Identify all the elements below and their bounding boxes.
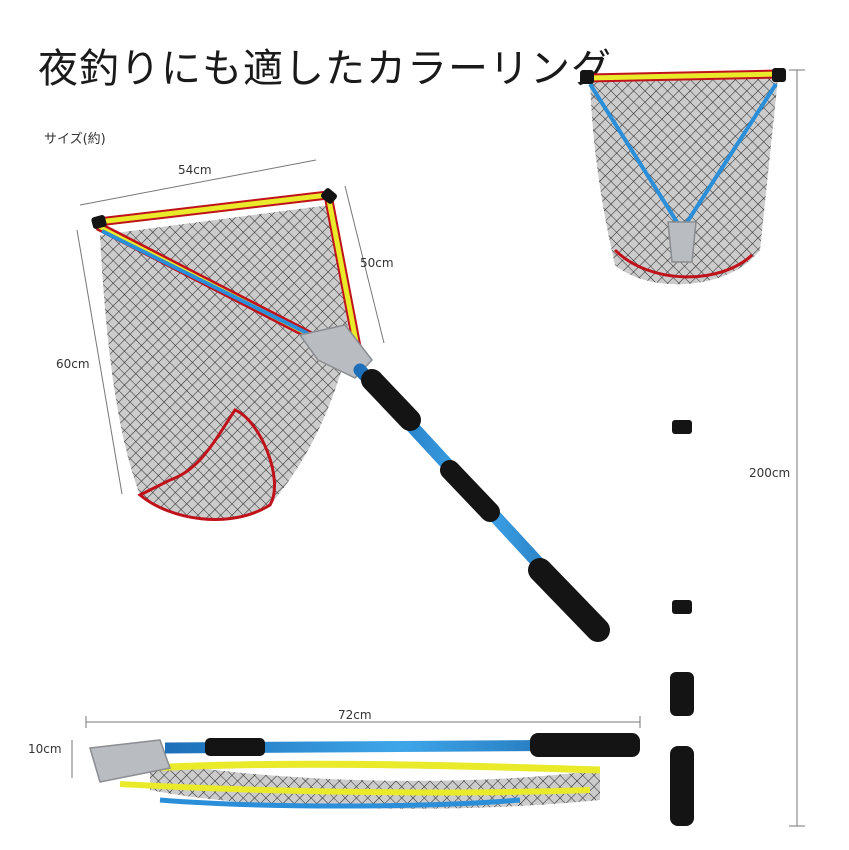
folded-net <box>89 733 640 809</box>
open-net-diagonal <box>91 188 610 642</box>
depth-dimension-line <box>344 185 385 344</box>
depth-label: 50cm <box>360 256 394 270</box>
dimension-lines <box>71 69 805 827</box>
height-label: 60cm <box>56 357 90 371</box>
height-dimension-line <box>76 229 123 495</box>
folded-thickness-label: 10cm <box>28 742 62 756</box>
folded-length-label: 72cm <box>338 708 372 722</box>
width-dimension-line <box>79 159 317 206</box>
width-label: 54cm <box>178 163 212 177</box>
page-title: 夜釣りにも適したカラーリング <box>38 46 612 92</box>
total-length-label: 200cm <box>749 466 791 480</box>
extended-net-vertical <box>580 68 786 826</box>
size-note: サイズ(約) <box>44 132 106 147</box>
